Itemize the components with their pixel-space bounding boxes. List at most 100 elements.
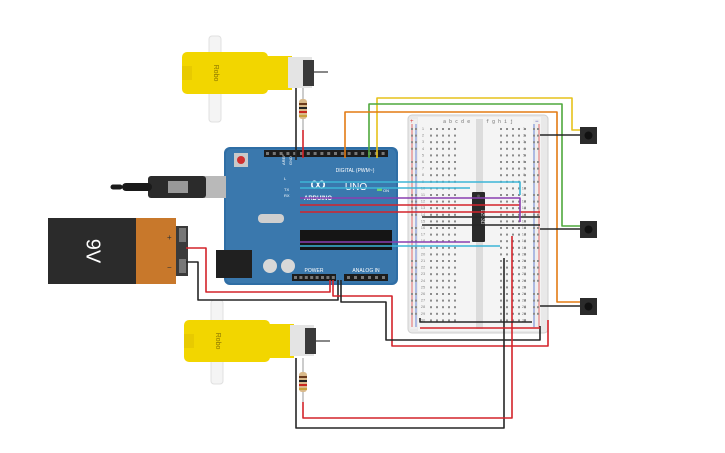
rail-hole[interactable] (415, 207, 417, 210)
header-pin[interactable] (304, 276, 308, 279)
breadboard-hole[interactable] (512, 207, 514, 210)
breadboard-hole[interactable] (454, 253, 456, 256)
rail-hole[interactable] (537, 167, 539, 170)
rail-hole[interactable] (415, 227, 417, 229)
header-pin[interactable] (375, 276, 378, 279)
breadboard-hole[interactable] (506, 147, 508, 150)
header-pin[interactable] (334, 152, 337, 155)
header-pin[interactable] (300, 152, 303, 155)
breadboard-hole[interactable] (454, 319, 456, 322)
rail-hole[interactable] (411, 299, 413, 302)
breadboard-hole[interactable] (500, 220, 502, 223)
breadboard-hole[interactable] (448, 174, 450, 177)
header-pin[interactable] (368, 276, 371, 279)
breadboard-hole[interactable] (506, 154, 508, 157)
breadboard-hole[interactable] (524, 128, 526, 130)
breadboard-hole[interactable] (500, 134, 502, 137)
rail-hole[interactable] (411, 194, 413, 196)
breadboard-hole[interactable] (500, 233, 502, 236)
breadboard-hole[interactable] (524, 207, 526, 210)
breadboard-hole[interactable] (500, 174, 502, 177)
breadboard-hole[interactable] (512, 200, 514, 203)
resistor-bottom[interactable] (299, 358, 307, 402)
breadboard-hole[interactable] (430, 306, 432, 309)
breadboard-hole[interactable] (512, 174, 514, 177)
breadboard-hole[interactable] (506, 299, 508, 302)
rail-hole[interactable] (537, 240, 539, 243)
breadboard-hole[interactable] (448, 312, 450, 315)
rail-hole[interactable] (537, 293, 539, 295)
breadboard-hole[interactable] (512, 293, 514, 295)
rail-hole[interactable] (411, 227, 413, 229)
breadboard-hole[interactable] (430, 134, 432, 137)
header-pin[interactable] (382, 276, 385, 279)
rail-hole[interactable] (533, 207, 535, 210)
breadboard-hole[interactable] (512, 246, 514, 249)
breadboard-hole[interactable] (524, 273, 526, 276)
rail-hole[interactable] (537, 180, 539, 183)
rail-hole[interactable] (533, 260, 535, 262)
breadboard-hole[interactable] (442, 134, 444, 137)
breadboard-hole[interactable] (512, 134, 514, 137)
breadboard-hole[interactable] (430, 213, 432, 216)
breadboard-hole[interactable] (518, 253, 520, 256)
breadboard-hole[interactable] (430, 174, 432, 177)
breadboard-hole[interactable] (518, 194, 520, 196)
breadboard-hole[interactable] (506, 134, 508, 137)
breadboard-hole[interactable] (448, 286, 450, 289)
breadboard-hole[interactable] (512, 227, 514, 229)
header-pin[interactable] (347, 276, 350, 279)
breadboard-hole[interactable] (454, 141, 456, 144)
wire-bb-gnd[interactable] (419, 318, 532, 323)
rail-hole[interactable] (533, 194, 535, 196)
breadboard-hole[interactable] (436, 154, 438, 157)
breadboard-hole[interactable] (500, 286, 502, 289)
breadboard-hole[interactable] (442, 147, 444, 150)
header-pin[interactable] (272, 152, 276, 155)
breadboard-hole[interactable] (518, 207, 520, 210)
header-pin[interactable] (313, 152, 317, 155)
header-pin[interactable] (331, 276, 335, 279)
breadboard-hole[interactable] (518, 128, 520, 130)
breadboard-hole[interactable] (524, 293, 526, 295)
breadboard-hole[interactable] (436, 128, 438, 130)
breadboard-hole[interactable] (442, 213, 444, 216)
breadboard-hole[interactable] (506, 253, 508, 256)
breadboard-hole[interactable] (454, 134, 456, 137)
breadboard-hole[interactable] (448, 279, 450, 282)
breadboard-hole[interactable] (500, 279, 502, 282)
rail-hole[interactable] (411, 200, 413, 203)
breadboard-hole[interactable] (430, 273, 432, 276)
rail-hole[interactable] (537, 233, 539, 236)
breadboard-hole[interactable] (518, 227, 520, 229)
header-pin[interactable] (340, 152, 344, 155)
breadboard-hole[interactable] (512, 128, 514, 130)
header-pin[interactable] (320, 152, 324, 155)
breadboard-hole[interactable] (442, 299, 444, 302)
breadboard-hole[interactable] (506, 293, 508, 295)
breadboard-hole[interactable] (506, 319, 508, 322)
breadboard-hole[interactable] (448, 161, 450, 163)
breadboard-hole[interactable] (430, 167, 432, 170)
rail-hole[interactable] (411, 167, 413, 170)
breadboard-hole[interactable] (442, 161, 444, 163)
breadboard-hole[interactable] (506, 246, 508, 249)
breadboard-hole[interactable] (448, 246, 450, 249)
breadboard-hole[interactable] (506, 207, 508, 210)
breadboard-hole[interactable] (512, 306, 514, 309)
breadboard-hole[interactable] (524, 180, 526, 183)
breadboard-hole[interactable] (518, 167, 520, 170)
wire-orange[interactable] (344, 111, 580, 303)
wire-battery-black[interactable] (186, 261, 339, 301)
breadboard-hole[interactable] (448, 260, 450, 262)
rail-hole[interactable] (415, 260, 417, 262)
breadboard-hole[interactable] (454, 220, 456, 223)
breadboard-hole[interactable] (436, 266, 438, 269)
breadboard-hole[interactable] (442, 227, 444, 229)
breadboard-hole[interactable] (430, 266, 432, 269)
breadboard-hole[interactable] (524, 299, 526, 302)
breadboard-hole[interactable] (512, 220, 514, 223)
breadboard-hole[interactable] (436, 299, 438, 302)
rail-hole[interactable] (537, 194, 539, 196)
breadboard-hole[interactable] (500, 299, 502, 302)
